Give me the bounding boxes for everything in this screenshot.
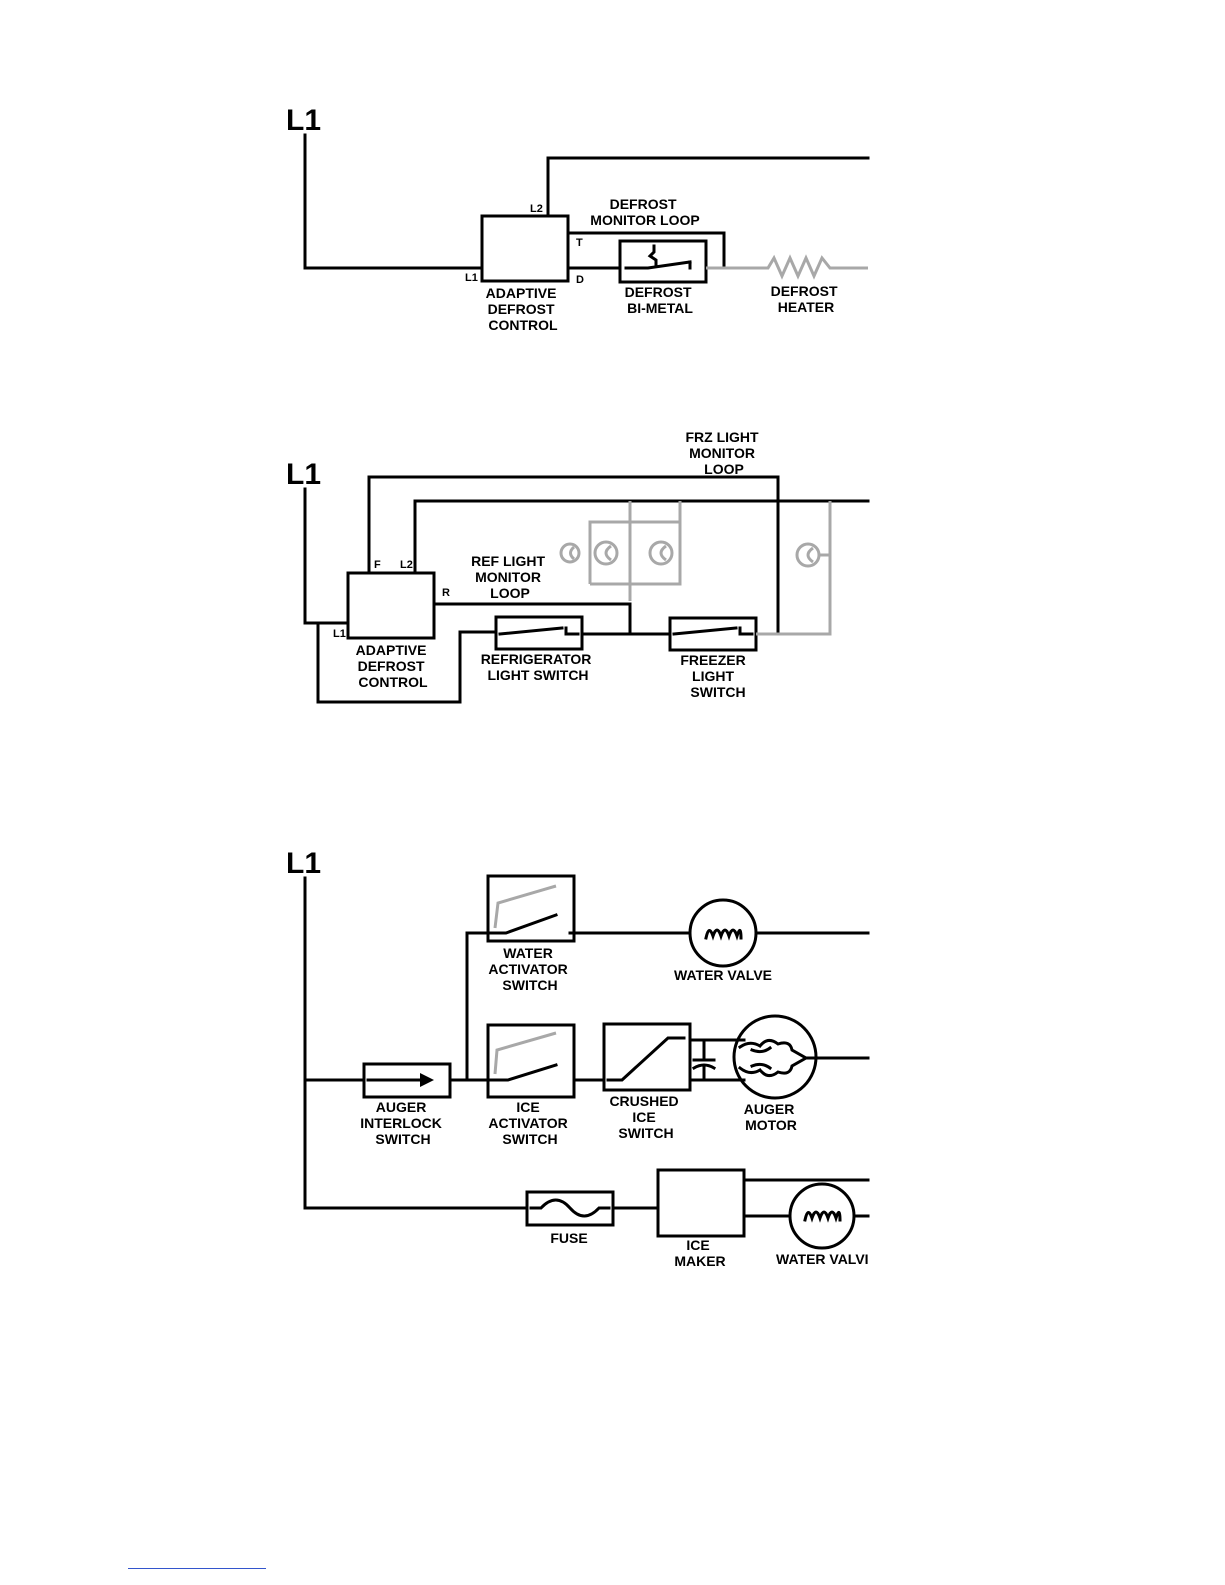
- defrost-bimetal-label: DEFROST BI-METAL: [625, 284, 696, 316]
- l2-wire: [546, 156, 870, 218]
- ice-switch-contact: [486, 1063, 558, 1082]
- interlock-arrow-icon: [420, 1073, 434, 1087]
- ref-light-bulb-icon: [559, 542, 581, 564]
- auger-motor-icon: [732, 1014, 818, 1100]
- ref-lights-grey-wiring-2: [588, 520, 630, 586]
- water-valve-coil-icon: [788, 1182, 856, 1250]
- terminal-t: T: [576, 237, 583, 249]
- terminal-l1: L1: [333, 628, 346, 640]
- water-activator-switch-label: WATER ACTIVATOR SWITCH: [488, 945, 571, 993]
- ice-activator-switch-box: [486, 1023, 576, 1099]
- water-switch-contact: [480, 913, 558, 935]
- fuse-label: FUSE: [550, 1230, 587, 1246]
- ice-switch-grey-contact: [493, 1031, 557, 1075]
- right-crop-mask: [872, 80, 1225, 1310]
- adaptive-defrost-control-label: ADAPTIVE DEFROST CONTROL: [486, 285, 561, 333]
- l1-wire: [303, 876, 529, 1210]
- control-l1-to-ref-switch-wire: [316, 621, 498, 704]
- fuse-element-icon: [529, 1198, 611, 1218]
- bimetal-element-icon: [647, 244, 658, 268]
- terminal-l2: L2: [530, 203, 543, 215]
- dispenser-circuit-diagram: L1: [286, 847, 870, 1269]
- terminal-f: F: [374, 559, 381, 571]
- bimetal-switch-contact: [624, 260, 692, 270]
- ref-switch-contact: [498, 626, 580, 636]
- frz-light-grey-wiring: [756, 501, 832, 636]
- ref-light-bulb-icon: [593, 540, 619, 566]
- refrigerator-light-switch-label: REFRIGERATOR LIGHT SWITCH: [481, 651, 596, 683]
- light-monitor-circuit-diagram: L1 F L2 R L1: [286, 429, 870, 704]
- crushed-ice-switch-label: CRUSHED ICE SWITCH: [609, 1093, 682, 1141]
- terminal-d: D: [576, 274, 584, 286]
- ice-maker-label: ICE MAKER: [674, 1237, 725, 1269]
- defrost-circuit-diagram: L1 L2 T L1 D DEFROST MONITOR LOOP ADAPTI…: [286, 104, 870, 333]
- defrost-monitor-loop-label: DEFROST MONITOR LOOP: [590, 196, 699, 228]
- water-valve-2-label: WATER VALVI: [776, 1251, 869, 1267]
- adaptive-defrost-control-box: [346, 571, 436, 640]
- l1-label: L1: [286, 847, 321, 880]
- ref-light-monitor-loop-label: REF LIGHT MONITOR LOOP: [471, 553, 549, 601]
- crushed-switch-contact: [606, 1036, 686, 1082]
- freezer-light-switch-label: FREEZER LIGHT SWITCH: [680, 652, 749, 700]
- l1-wire: [303, 487, 350, 625]
- ref-light-monitor-loop-wire: [432, 602, 632, 636]
- adaptive-defrost-control-box: [480, 214, 570, 283]
- ice-activator-switch-label: ICE ACTIVATOR SWITCH: [488, 1099, 571, 1147]
- auger-motor-label: AUGER MOTOR: [744, 1101, 798, 1133]
- footer-underline: [128, 1568, 266, 1569]
- frz-light-monitor-loop-label: FRZ LIGHT MONITOR LOOP: [686, 429, 763, 477]
- freezer-light-bulb-icon: [795, 536, 832, 574]
- ref-light-bulb-icon: [648, 540, 674, 566]
- defrost-bimetal-box: [618, 239, 708, 284]
- water-valve-coil-icon: [688, 898, 758, 968]
- defrost-heater-label: DEFROST HEATER: [771, 283, 842, 315]
- frz-switch-contact: [672, 626, 754, 636]
- defrost-heater-resistor-icon: [706, 254, 868, 280]
- l2-wire: [413, 499, 870, 575]
- terminal-l1: L1: [465, 272, 478, 284]
- branch-to-water-switch-wire: [465, 931, 488, 1082]
- auger-interlock-switch-label: AUGER INTERLOCK SWITCH: [360, 1099, 446, 1147]
- ice-maker-box: [656, 1168, 746, 1238]
- terminal-l2: L2: [400, 559, 413, 571]
- water-valve-label: WATER VALVE: [674, 967, 772, 983]
- l1-wire: [303, 133, 484, 270]
- terminal-r: R: [442, 587, 450, 599]
- water-switch-grey-contact: [493, 884, 557, 929]
- water-activator-switch-box: [486, 874, 576, 943]
- l1-label: L1: [286, 104, 321, 137]
- l1-label: L1: [286, 458, 321, 491]
- adaptive-defrost-control-label: ADAPTIVE DEFROST CONTROL: [356, 642, 431, 690]
- capacitor-icon: [688, 1038, 717, 1082]
